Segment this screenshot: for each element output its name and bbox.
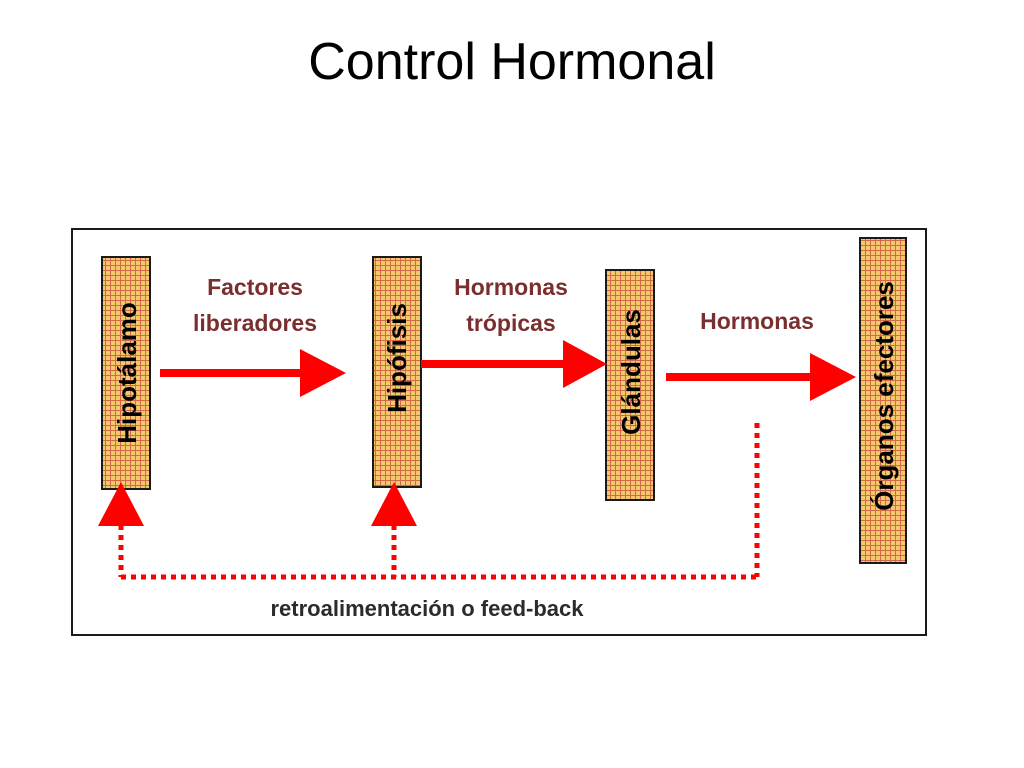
arrow-factores [160,349,346,397]
tropicas-label-line1: Hormonas [454,274,568,300]
glandulas-label: Glándulas [616,309,646,435]
arrow-tropicas [421,340,607,388]
hipotalamo-label: Hipotálamo [112,302,142,444]
factores-label-line1: Factores [207,274,303,300]
tropicas-label-line2: trópicas [466,310,555,336]
hipofisis-label: Hipófisis [382,303,412,413]
slide-title: Control Hormonal [308,33,716,91]
organos-box [859,237,907,564]
diagram-frame [71,228,927,636]
arrow-hormonas [666,353,856,401]
hipotalamo-box [101,256,151,490]
feedback-label: retroalimentación o feed-back [271,596,585,621]
hormonas-label: Hormonas [700,308,814,334]
feedback-arrowhead-hipofisis [371,482,417,526]
organos-label: Órganos efectores [869,281,899,511]
feedback-arrowhead-hipotalamo [98,482,144,526]
hipofisis-box [372,256,422,488]
glandulas-box [605,269,655,501]
factores-label-line2: liberadores [193,310,317,336]
feedback-loop [118,423,760,580]
